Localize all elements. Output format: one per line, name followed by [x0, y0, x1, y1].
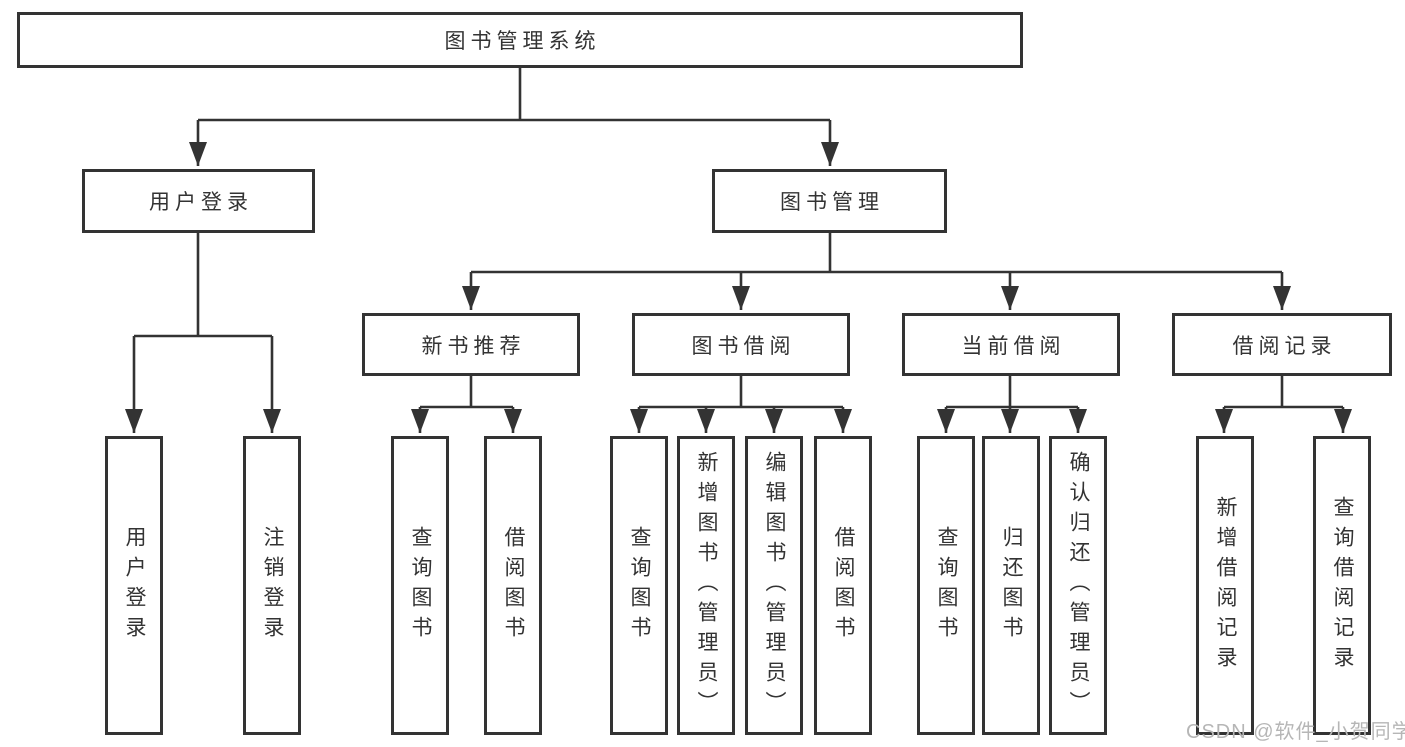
edge-current-borrow-to-leaves	[937, 376, 1087, 433]
node-book-management: 图书管理	[712, 169, 947, 233]
node-current-borrow: 当前借阅	[902, 313, 1120, 376]
node-new-book-recommend: 新书推荐	[362, 313, 580, 376]
leaf-query-borrow-record: 查询借阅记录	[1313, 436, 1371, 735]
leaf-confirm-return-admin: 确认归还（管理员）	[1049, 436, 1107, 735]
edge-borrow-records-to-leaves	[1215, 376, 1352, 433]
leaf-add-books-admin: 新增图书（管理员）	[677, 436, 735, 735]
leaf-query-books-recommend: 查询图书	[391, 436, 449, 735]
node-user-login: 用户登录	[82, 169, 315, 233]
edge-book-borrow-to-leaves	[630, 376, 852, 433]
leaf-user-login: 用户登录	[105, 436, 163, 735]
edge-new-book-recommend-to-leaves	[411, 376, 522, 433]
leaf-return-books: 归还图书	[982, 436, 1040, 735]
leaf-logout: 注销登录	[243, 436, 301, 735]
node-book-borrow: 图书借阅	[632, 313, 850, 376]
leaf-add-borrow-record: 新增借阅记录	[1196, 436, 1254, 735]
node-root-library-management-system: 图书管理系统	[17, 12, 1023, 68]
leaf-borrow-books: 借阅图书	[814, 436, 872, 735]
leaf-edit-books-admin: 编辑图书（管理员）	[745, 436, 803, 735]
edge-user-login-to-leaves	[125, 233, 281, 433]
leaf-query-books-borrow: 查询图书	[610, 436, 668, 735]
edge-root-to-level2	[189, 68, 839, 166]
leaf-query-books-current: 查询图书	[917, 436, 975, 735]
node-borrow-records: 借阅记录	[1172, 313, 1392, 376]
edge-book-management-to-level3	[462, 233, 1291, 310]
leaf-borrow-books-recommend: 借阅图书	[484, 436, 542, 735]
csdn-watermark: CSDN @软件_小贺同学	[1186, 721, 1405, 743]
